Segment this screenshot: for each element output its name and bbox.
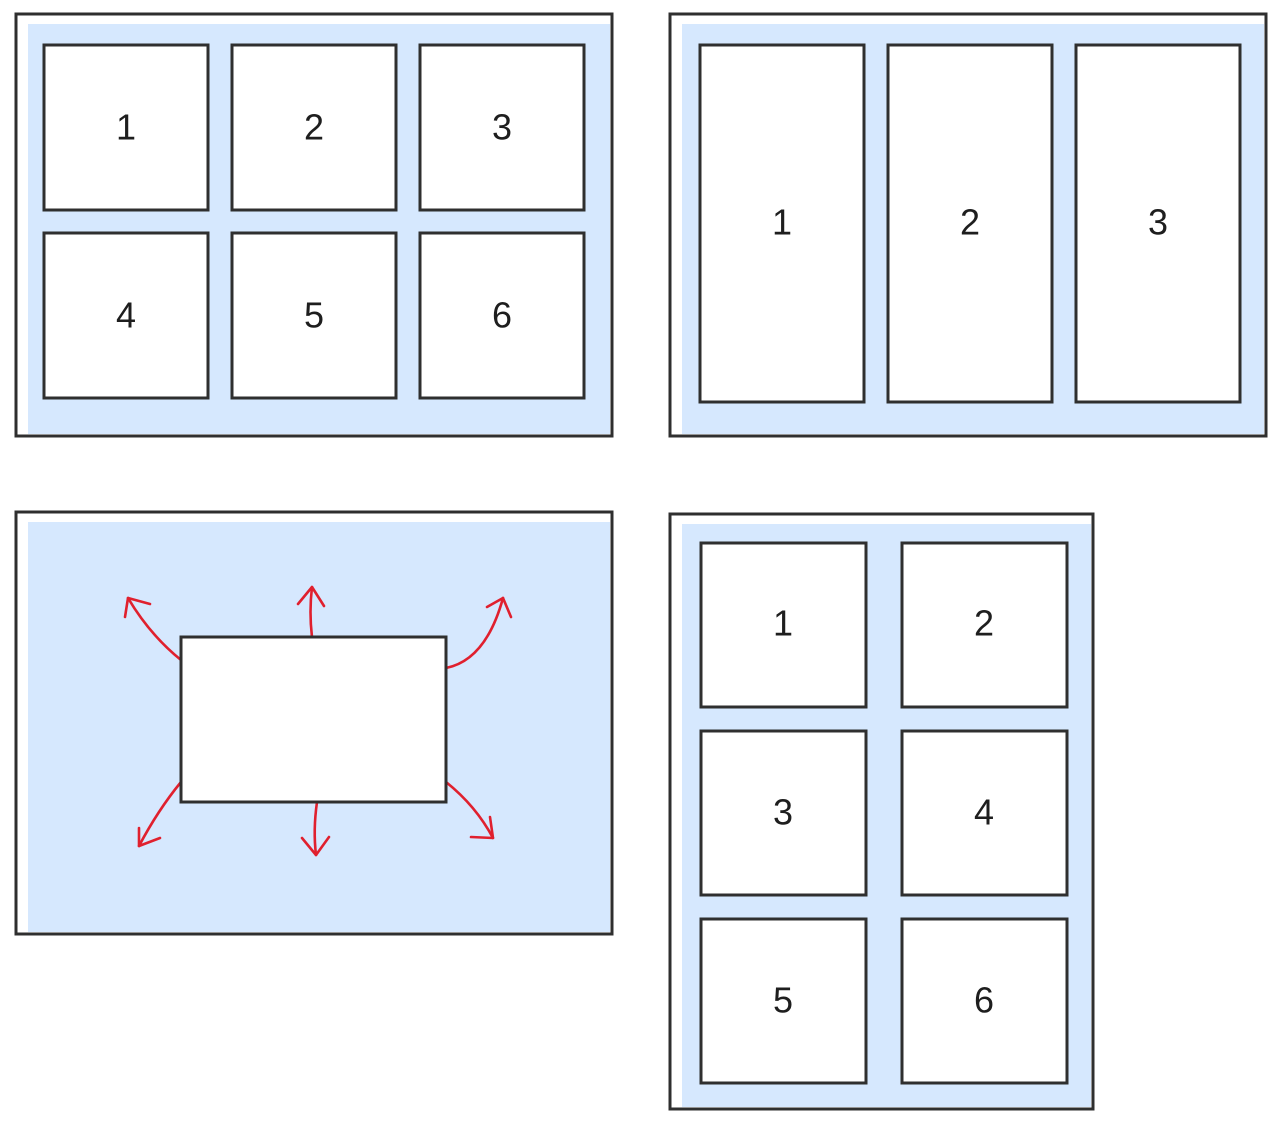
box-rect	[900, 917, 1069, 1085]
expand-arrow-top	[296, 585, 326, 639]
grid-box-5: 5	[699, 917, 868, 1085]
box-label: 2	[974, 603, 994, 644]
box-label: 3	[492, 107, 512, 148]
panel-grid-3x2: 1 2 3 4 5 6	[14, 12, 614, 438]
grid-box-6: 6	[900, 917, 1069, 1085]
grid-box-3: 3	[699, 729, 868, 897]
arrow-head	[296, 585, 326, 608]
box-label: 1	[772, 202, 792, 243]
box-label: 5	[773, 980, 793, 1021]
grid-box-4: 4	[900, 729, 1069, 897]
box-label: 1	[773, 603, 793, 644]
box-label: 3	[773, 792, 793, 833]
arrow-shaft	[444, 780, 495, 840]
expand-arrow-bottom	[300, 800, 331, 857]
box-rect	[900, 541, 1069, 709]
box-rect	[230, 231, 398, 400]
arrow-head	[469, 815, 495, 840]
panel-grid-2x3: 1 2 3 4 5 6	[668, 512, 1095, 1111]
grid-box-6: 6	[418, 231, 586, 400]
box-rect	[418, 231, 586, 400]
box-rect	[699, 917, 868, 1085]
column-box-1: 1	[698, 43, 866, 404]
box-rect	[900, 729, 1069, 897]
box-label: 6	[492, 295, 512, 336]
box-label: 4	[116, 295, 136, 336]
column-box-2: 2	[886, 43, 1054, 404]
box-label: 4	[974, 792, 994, 833]
grid-box-2: 2	[900, 541, 1069, 709]
grid-box-1: 1	[699, 541, 868, 709]
box-rect	[230, 43, 398, 212]
panel-single-expand	[14, 510, 614, 936]
arrow-head	[485, 596, 513, 619]
box-label: 5	[304, 295, 324, 336]
arrow-shaft	[444, 596, 505, 670]
expand-arrow-bottom-left	[137, 780, 183, 848]
expand-arrow-top-left	[123, 596, 183, 662]
arrow-shaft	[313, 800, 319, 857]
box-label: 2	[304, 107, 324, 148]
box-label: 3	[1148, 202, 1168, 243]
arrow-shaft	[309, 585, 314, 639]
arrow-head	[137, 826, 162, 848]
expand-arrow-bottom-right	[444, 780, 495, 840]
box-rect	[699, 541, 868, 709]
panel-columns-3: 1 2 3	[668, 12, 1268, 438]
expanding-box	[179, 635, 448, 804]
arrow-shaft	[137, 780, 183, 848]
box-rect	[699, 729, 868, 897]
grid-box-1: 1	[42, 43, 210, 212]
arrow-head	[123, 596, 152, 619]
arrow-shaft	[126, 596, 183, 662]
box-rect	[886, 43, 1054, 404]
grid-box-2: 2	[230, 43, 398, 212]
expand-arrow-top-right	[444, 596, 513, 670]
grid-box-4: 4	[42, 231, 210, 400]
column-box-3: 3	[1074, 43, 1242, 404]
box-rect	[698, 43, 866, 404]
box-rect	[418, 43, 586, 212]
box-label: 6	[974, 980, 994, 1021]
box-label: 1	[116, 107, 136, 148]
arrow-head	[300, 835, 331, 857]
box-rect	[42, 231, 210, 400]
grid-box-5: 5	[230, 231, 398, 400]
box-rect	[42, 43, 210, 212]
box-label: 2	[960, 202, 980, 243]
box-rect	[1074, 43, 1242, 404]
grid-box-3: 3	[418, 43, 586, 212]
